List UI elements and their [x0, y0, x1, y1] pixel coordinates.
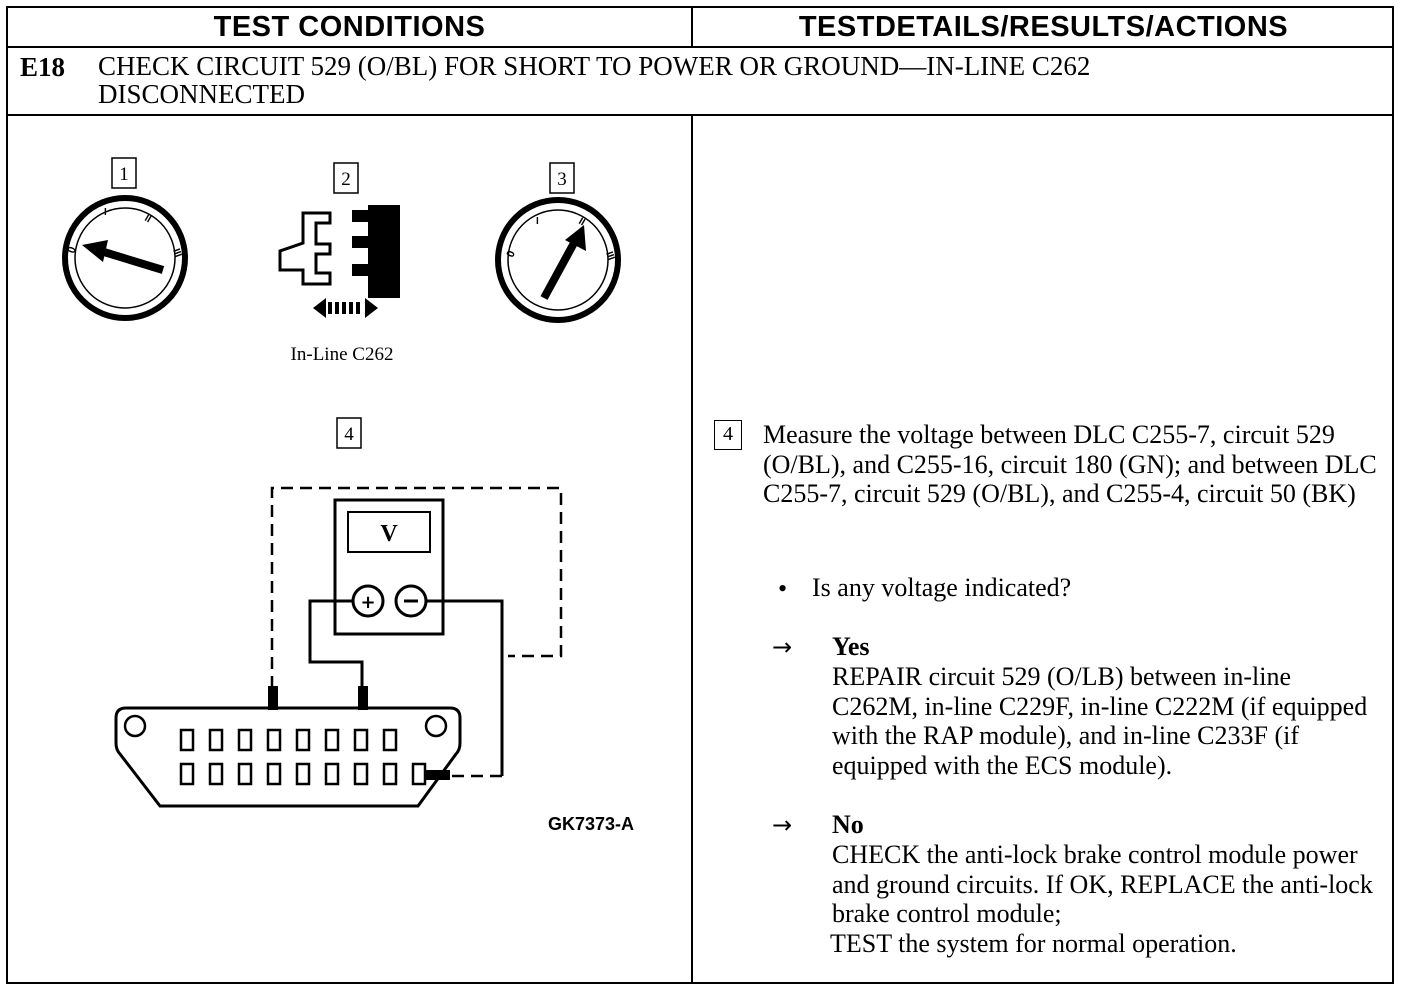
step-1-marker: 1: [111, 157, 137, 189]
no-label: No: [832, 810, 864, 839]
svg-text:2: 2: [341, 169, 351, 190]
step-code: E18: [20, 52, 66, 82]
figure-id: GK7373-A: [548, 814, 634, 834]
svg-text:I: I: [104, 207, 107, 218]
svg-text:1: 1: [119, 164, 129, 185]
no-action-test: TEST the system for normal operation.: [830, 929, 1237, 958]
svg-text:0: 0: [66, 245, 79, 255]
lead-probes: [268, 686, 450, 780]
step-title: CHECK CIRCUIT 529 (O/BL) FOR SHORT TO PO…: [98, 51, 1091, 109]
svg-text:II: II: [577, 216, 588, 228]
column-divider: [691, 116, 693, 984]
title-divider: [8, 114, 1394, 116]
svg-text:4: 4: [344, 424, 354, 445]
voltage-question: Is any voltage indicated?: [812, 573, 1072, 602]
header-divider: [8, 46, 1394, 48]
column-divider-top: [691, 8, 693, 46]
yes-action: REPAIR circuit 529 (O/LB) between in-lin…: [832, 662, 1368, 780]
test-conditions-diagram: 1 0 I II III 2: [62, 157, 634, 834]
svg-text:0: 0: [505, 249, 518, 259]
connector-c262-icon: [278, 205, 400, 318]
step-3-marker: 3: [549, 162, 575, 194]
bullet-marker: •: [778, 574, 788, 603]
svg-text:+: +: [360, 592, 375, 613]
header-test-conditions: TEST CONDITIONS: [213, 11, 486, 43]
svg-text:I: I: [536, 216, 539, 227]
step-2-marker: 2: [333, 162, 359, 194]
svg-text:III: III: [170, 247, 183, 259]
ignition-run-icon: 0 I II III: [495, 197, 621, 323]
svg-text:II: II: [143, 213, 154, 225]
yes-arrow-icon: →: [772, 633, 793, 661]
voltmeter-icon: V +: [333, 498, 445, 636]
test-leads: [270, 486, 563, 778]
svg-text:V: V: [380, 521, 398, 547]
no-arrow-icon: →: [772, 811, 793, 839]
test-procedure-table: TEST CONDITIONS TESTDETAILS/RESULTS/ACTI…: [6, 6, 1394, 984]
dlc-connector-icon: [114, 706, 462, 808]
svg-text:III: III: [603, 250, 616, 262]
no-action: CHECK the anti-lock brake control module…: [832, 840, 1373, 928]
svg-text:3: 3: [557, 169, 567, 190]
step-number-badge: 4: [714, 420, 742, 450]
step-4-marker: 4: [336, 417, 362, 449]
ignition-off-icon: 0 I II III: [62, 195, 188, 321]
header-test-details: TESTDETAILS/RESULTS/ACTIONS: [798, 11, 1289, 43]
connector-label: In-Line C262: [291, 344, 394, 365]
yes-label: Yes: [832, 632, 870, 661]
measurement-instruction: Measure the voltage between DLC C255-7, …: [763, 420, 1377, 508]
